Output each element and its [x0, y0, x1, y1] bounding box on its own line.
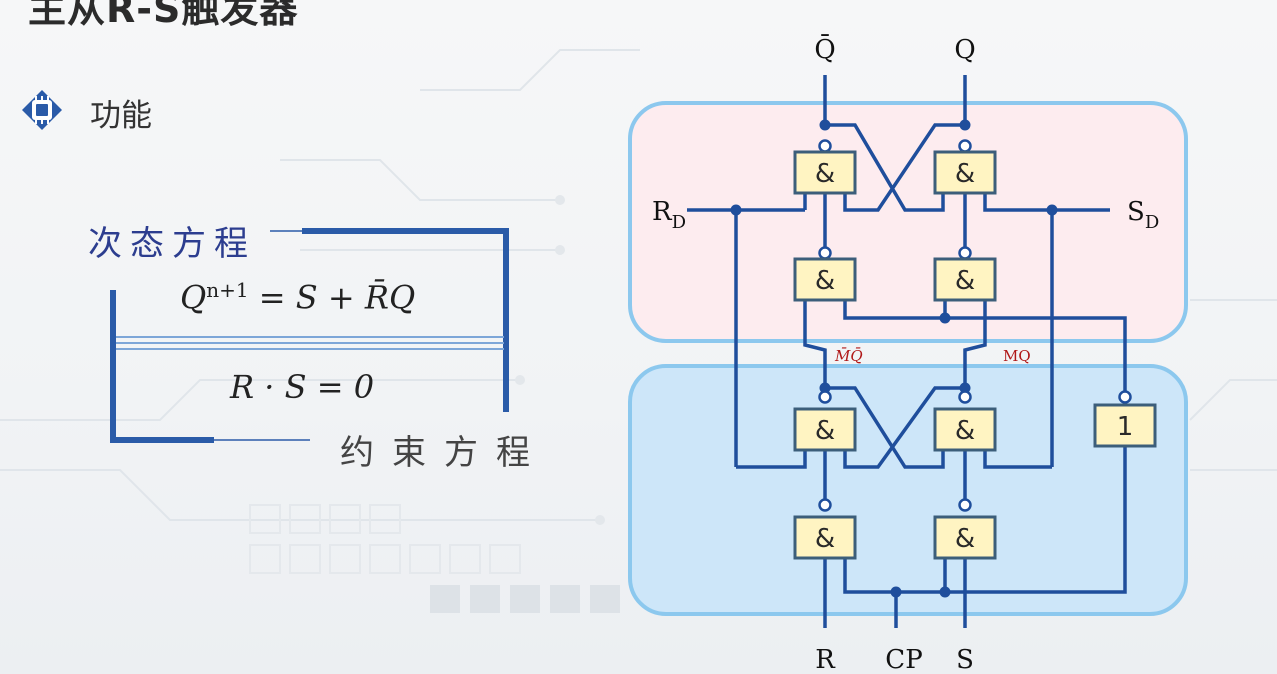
next-state-label: 次态方程 [88, 224, 256, 264]
constraint-formula: R · S = 0 [230, 368, 375, 406]
pin-s: S [956, 645, 974, 674]
pin-q: Q [954, 35, 975, 65]
next-state-formula: Qn+1 = S + R̄Q [180, 278, 415, 317]
section-heading: 功能 [20, 88, 152, 136]
gate-and-4: & [955, 266, 975, 296]
gate-and-2: & [955, 159, 975, 189]
gate-and-5: & [815, 416, 835, 446]
pin-q-bar: Q̄ [814, 33, 835, 65]
pin-cp: CP [885, 645, 922, 674]
formula-superscript: n+1 [206, 278, 249, 302]
formula-lhs: Q [180, 278, 207, 317]
slave-section [628, 101, 1188, 343]
constraint-label: 约束方程 [340, 433, 548, 473]
slide-title: 主从R-S触发器 [28, 0, 299, 31]
pin-rd: RD [652, 197, 686, 233]
gate-not: 1 [1117, 412, 1134, 442]
section-label: 功能 [90, 97, 152, 134]
signal-mq: MQ [1003, 347, 1031, 365]
signal-mq-bar: M̄Q̄ [834, 347, 863, 365]
master-section [628, 364, 1188, 616]
pin-r: R [815, 645, 836, 674]
logic-gates [793, 150, 1157, 560]
gate-and-8: & [955, 524, 975, 554]
gate-and-3: & [815, 266, 835, 296]
gate-and-1: & [815, 159, 835, 189]
pin-sd: SD [1127, 197, 1159, 233]
junction-dots [730, 119, 1058, 598]
flip-flop-circuit: & & & & & & 1 & & Q̄ Q RD SD R CP S M̄Q̄… [628, 33, 1188, 674]
formula-rhs: = S + R̄Q [248, 278, 416, 317]
gate-and-7: & [815, 524, 835, 554]
chip-icon [20, 88, 64, 136]
gate-and-6: & [955, 416, 975, 446]
wires [687, 75, 1127, 628]
